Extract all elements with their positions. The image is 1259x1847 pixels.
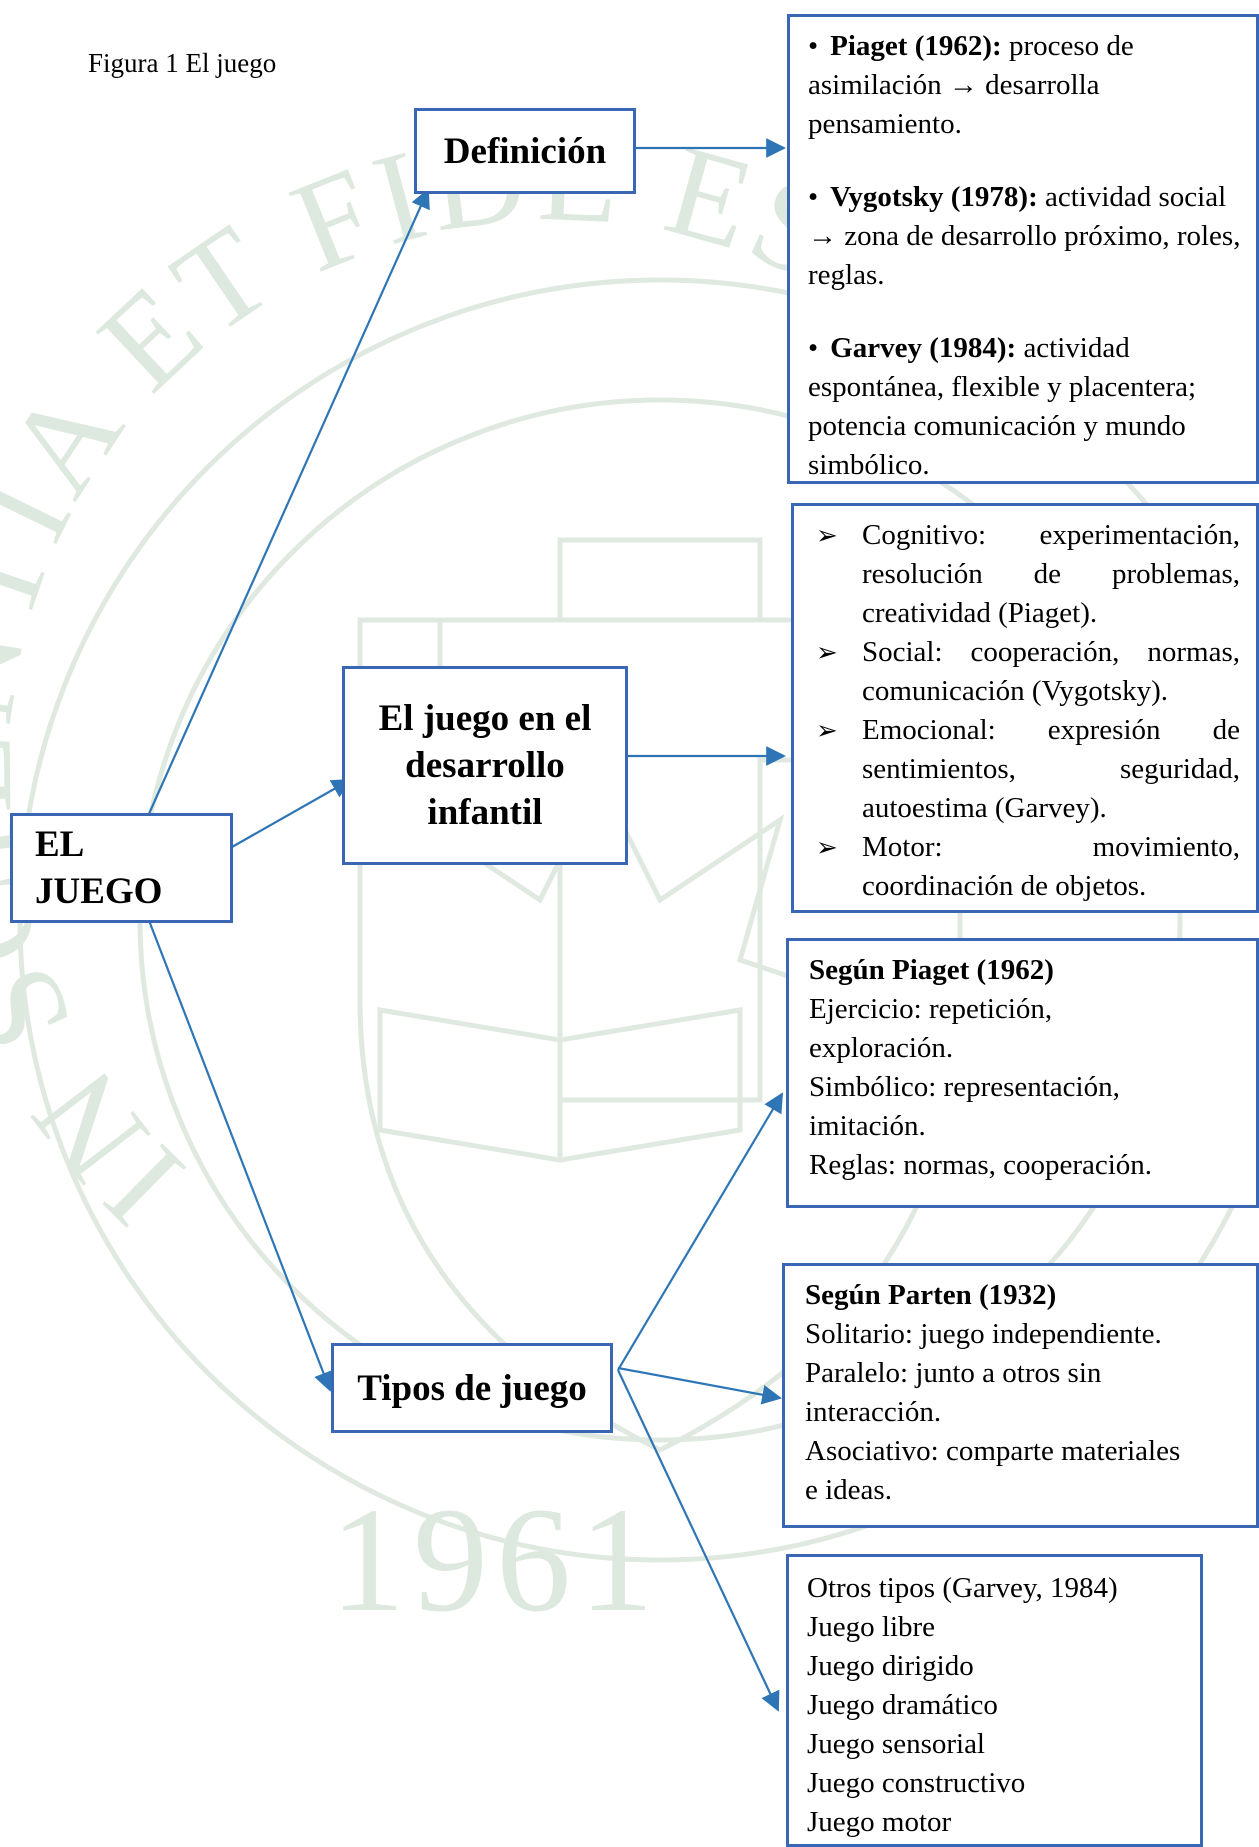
- parten-types-title: Según Parten (1932): [805, 1279, 1057, 1311]
- arrow-bullet-icon: ➢: [816, 521, 838, 550]
- list-item: ➢ Cognitivo: experimentación, resolución …: [812, 516, 1240, 633]
- definicion-node: Definición: [414, 108, 636, 194]
- parten-types-line: interacción.: [805, 1396, 942, 1428]
- root-node-line1: EL: [35, 824, 85, 865]
- root-node: EL JUEGO: [10, 813, 233, 923]
- desarrollo-node: El juego en el desarrollo infantil: [342, 666, 628, 865]
- list-item: ➢ Emocional: expresión de sentimientos, s…: [812, 711, 1240, 828]
- figure-caption: Figura 1 El juego: [88, 48, 277, 78]
- garvey-types-line: Juego libre: [807, 1611, 936, 1643]
- definicion-item: Vygotsky (1978): actividad social → zona…: [808, 178, 1244, 295]
- tipos-node: Tipos de juego: [331, 1343, 613, 1433]
- root-node-line2: JUEGO: [35, 871, 163, 912]
- list-item-text: Emocional: expresión de sentimientos, se…: [862, 714, 1240, 824]
- piaget-types-box: Según Piaget (1962) Ejercicio: repetició…: [786, 938, 1259, 1208]
- piaget-types-line: imitación.: [809, 1110, 926, 1142]
- watermark-year: 1961: [330, 1477, 662, 1643]
- definicion-item: Piaget (1962): proceso de asimilación → …: [808, 27, 1244, 144]
- desarrollo-items-box: ➢ Cognitivo: experimentación, resolución …: [791, 503, 1259, 913]
- definicion-item: Garvey (1984): actividad espontánea, fle…: [808, 329, 1244, 485]
- garvey-types-title: Otros tipos (Garvey, 1984): [807, 1572, 1118, 1604]
- definicion-text: proceso de asimilación → desarrolla pens…: [808, 30, 1134, 140]
- piaget-types-line: Reglas: normas, cooperación.: [809, 1149, 1153, 1181]
- garvey-types-line: Juego dramático: [807, 1689, 998, 1721]
- definicion-author: Piaget (1962):: [830, 30, 1002, 62]
- list-item: ➢ Social: cooperación, normas, comunicaci…: [812, 633, 1240, 711]
- definiciones-box: Piaget (1962): proceso de asimilación → …: [787, 14, 1259, 484]
- definicion-author: Garvey (1984):: [830, 332, 1017, 364]
- parten-types-line: Asociativo: comparte materiales: [805, 1435, 1181, 1467]
- definicion-text: actividad espontánea, flexible y placent…: [808, 332, 1197, 481]
- piaget-types-title: Según Piaget (1962): [809, 954, 1054, 986]
- piaget-types-line: Simbólico: representación,: [809, 1071, 1120, 1103]
- arrow-bullet-icon: ➢: [816, 638, 838, 667]
- parten-types-line: Solitario: juego independiente.: [805, 1318, 1162, 1350]
- garvey-types-line: Juego sensorial: [807, 1728, 985, 1760]
- definicion-node-label: Definición: [443, 130, 607, 172]
- parten-types-box: Según Parten (1932) Solitario: juego ind…: [782, 1263, 1259, 1528]
- piaget-types-line: exploración.: [809, 1032, 954, 1064]
- list-item-text: Motor: movimiento, coordinación de objet…: [862, 831, 1240, 902]
- arrow-bullet-icon: ➢: [816, 716, 838, 745]
- garvey-types-box: Otros tipos (Garvey, 1984) Juego libre J…: [786, 1554, 1203, 1847]
- definicion-text: actividad social → zona de desarrollo pr…: [808, 181, 1241, 291]
- arrow-bullet-icon: ➢: [816, 833, 838, 862]
- piaget-types-line: Ejercicio: repetición,: [809, 993, 1053, 1025]
- parten-types-line: e ideas.: [805, 1474, 892, 1506]
- garvey-types-line: Juego dirigido: [807, 1650, 974, 1682]
- garvey-types-line: Juego motor: [807, 1806, 952, 1838]
- parten-types-line: Paralelo: junto a otros sin: [805, 1357, 1102, 1389]
- list-item: ➢ Motor: movimiento, coordinación de obje…: [812, 828, 1240, 906]
- list-item-text: Cognitivo: experimentación, resolución d…: [862, 519, 1240, 629]
- list-item-text: Social: cooperación, normas, comunicació…: [862, 636, 1240, 707]
- definicion-author: Vygotsky (1978):: [830, 181, 1038, 213]
- desarrollo-node-line1: El juego en el: [378, 698, 592, 739]
- desarrollo-node-line2: desarrollo: [405, 745, 565, 786]
- tipos-node-label: Tipos de juego: [357, 1367, 587, 1409]
- garvey-types-line: Juego constructivo: [807, 1767, 1026, 1799]
- desarrollo-node-line3: infantil: [427, 792, 543, 833]
